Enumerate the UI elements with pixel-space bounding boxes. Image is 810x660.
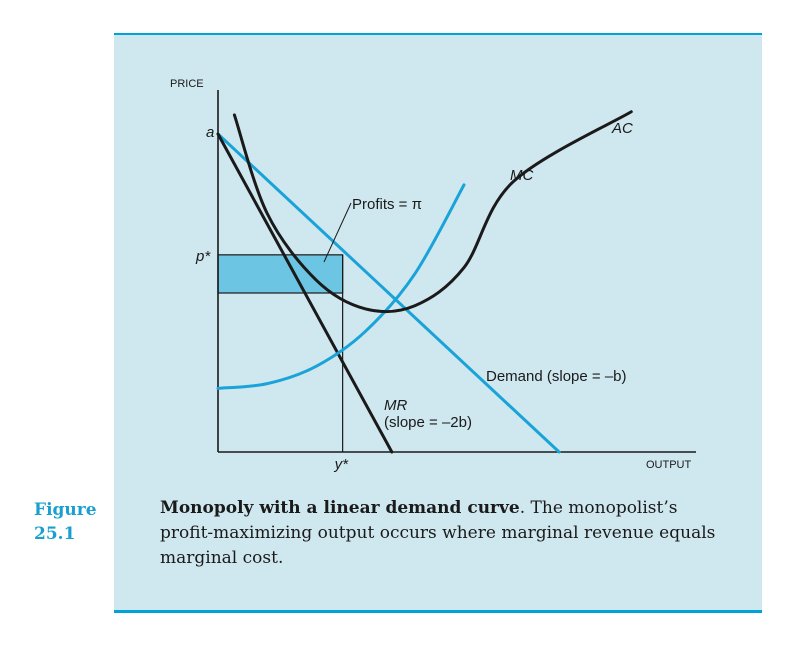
figure-label-number: 25.1 <box>34 524 76 544</box>
profits-leader-line <box>323 202 352 263</box>
tick-label-p-star: p* <box>195 248 211 265</box>
figure-caption: Monopoly with a linear demand curve. The… <box>160 496 720 571</box>
mr-curve <box>216 132 394 454</box>
ac-label: AC <box>611 120 633 137</box>
x-axis-label: OUTPUT <box>646 459 692 471</box>
profits-label: Profits = π <box>352 196 422 213</box>
mc-label: MC <box>510 167 533 184</box>
tick-label-y-star: y* <box>334 456 350 473</box>
caption-body: . The monopolist’s profit-maximizing out… <box>160 498 716 568</box>
top-rule <box>114 33 762 36</box>
figure-label-word: Figure <box>34 500 97 520</box>
caption-title: Monopoly with a linear demand curve <box>160 498 520 518</box>
y-axis-label: PRICE <box>170 78 204 90</box>
tick-label-a: a <box>206 124 214 141</box>
bottom-rule <box>114 610 762 613</box>
demand-curve <box>216 132 561 454</box>
mr-slope-label: (slope = –2b) <box>384 414 472 431</box>
figure-panel <box>114 35 762 613</box>
mc-curve <box>216 183 466 390</box>
ac-curve <box>232 110 633 314</box>
demand-label: Demand (slope = –b) <box>486 368 627 385</box>
mr-label: MR <box>384 397 407 414</box>
figure-label: Figure 25.1 <box>34 498 104 546</box>
